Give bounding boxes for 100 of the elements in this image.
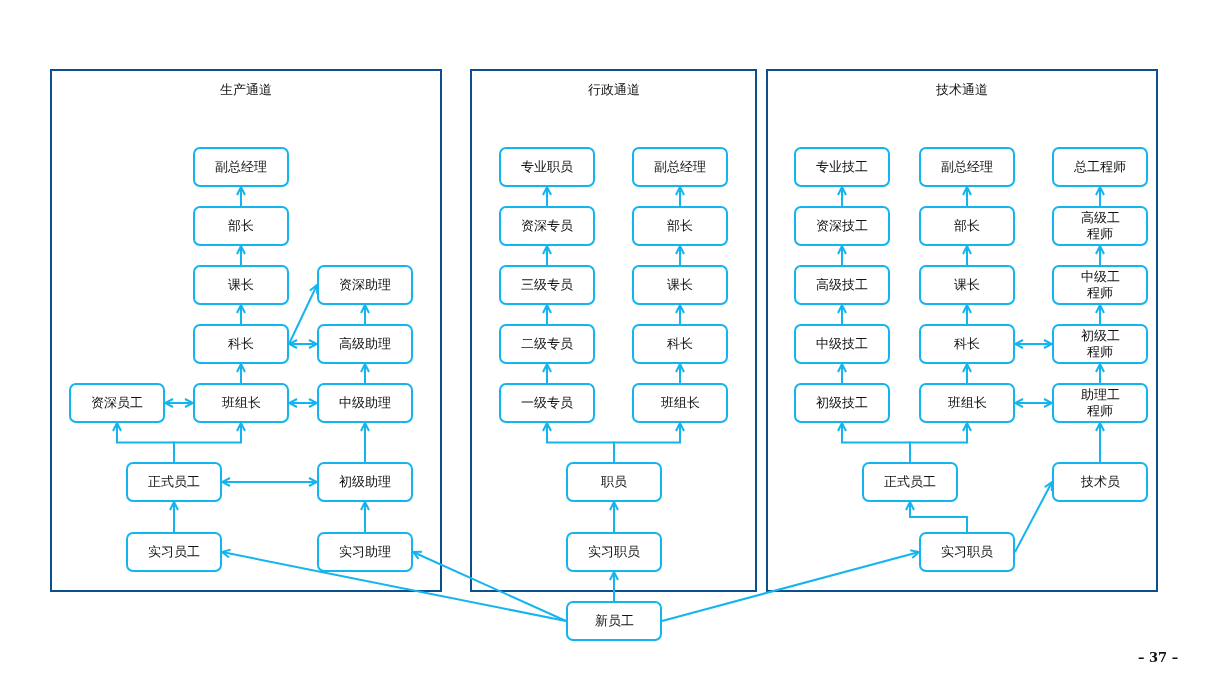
arrow xyxy=(169,501,179,533)
arrow xyxy=(236,186,246,207)
panel-heading: 行政通道 xyxy=(586,81,641,99)
position-box xyxy=(499,147,595,187)
position-title: 课长 xyxy=(667,277,693,293)
arrow xyxy=(221,477,318,487)
arrow xyxy=(1014,481,1053,553)
position-title: 副总经理 xyxy=(941,159,993,175)
panel-heading: 生产通道 xyxy=(219,81,273,99)
position-box xyxy=(1052,265,1148,305)
position-title: 实习职员 xyxy=(588,544,640,560)
arrow xyxy=(962,304,972,325)
position-title: 资深员工 xyxy=(91,395,143,411)
arrow xyxy=(542,304,552,325)
position-box xyxy=(794,147,890,187)
arrow xyxy=(837,304,847,325)
position-title: 助理工程师 xyxy=(1079,387,1121,419)
position-title: 课长 xyxy=(228,277,254,293)
position-box xyxy=(919,532,1015,572)
arrow xyxy=(1095,245,1105,266)
position-box xyxy=(566,462,662,502)
arrow xyxy=(661,549,920,622)
position-title: 课长 xyxy=(954,277,980,293)
arrow xyxy=(542,245,552,266)
position-title: 科长 xyxy=(667,336,693,352)
panel-heading: 技术通道 xyxy=(935,81,989,99)
arrow xyxy=(1095,363,1105,384)
position-title: 班组长 xyxy=(947,395,987,411)
arrow xyxy=(236,304,246,325)
arrow xyxy=(236,363,246,384)
channel-panel xyxy=(50,69,442,592)
position-box xyxy=(566,532,662,572)
position-box xyxy=(794,383,890,423)
position-box xyxy=(1052,324,1148,364)
position-box xyxy=(794,324,890,364)
position-box xyxy=(69,383,165,423)
arrow xyxy=(288,339,318,349)
position-box xyxy=(919,324,1015,364)
arrow xyxy=(675,186,685,207)
position-title: 中级工程师 xyxy=(1079,269,1121,301)
position-title: 一级专员 xyxy=(521,395,573,411)
arrow xyxy=(962,186,972,207)
position-title: 三级专员 xyxy=(521,277,573,293)
arrow xyxy=(609,501,619,533)
arrow xyxy=(173,422,246,463)
arrow xyxy=(360,501,370,533)
position-box xyxy=(499,383,595,423)
arrow xyxy=(837,363,847,384)
position-title: 资深技工 xyxy=(816,218,868,234)
position-box xyxy=(193,147,289,187)
arrow xyxy=(962,245,972,266)
position-title: 高级助理 xyxy=(339,336,391,352)
position-box xyxy=(317,383,413,423)
arrow xyxy=(1095,304,1105,325)
position-title: 部长 xyxy=(667,218,693,234)
position-title: 科长 xyxy=(228,336,254,352)
position-box xyxy=(919,383,1015,423)
position-title: 班组长 xyxy=(221,395,261,411)
position-title: 副总经理 xyxy=(215,159,267,175)
position-title: 班组长 xyxy=(660,395,700,411)
position-title: 实习职员 xyxy=(941,544,993,560)
position-title: 初级技工 xyxy=(816,395,868,411)
arrow xyxy=(613,422,685,463)
position-box xyxy=(1052,147,1148,187)
arrow xyxy=(360,363,370,384)
position-box xyxy=(317,265,413,305)
arrow xyxy=(288,398,318,408)
arrow xyxy=(909,422,972,463)
arrow xyxy=(609,571,619,602)
arrow xyxy=(542,363,552,384)
arrow xyxy=(905,501,968,533)
position-title: 副总经理 xyxy=(654,159,706,175)
arrow xyxy=(1014,398,1053,408)
position-box xyxy=(317,532,413,572)
arrow xyxy=(360,304,370,325)
arrow xyxy=(164,398,194,408)
position-title: 正式员工 xyxy=(148,474,200,490)
position-box xyxy=(632,147,728,187)
arrow xyxy=(360,422,370,463)
position-box xyxy=(632,383,728,423)
position-box xyxy=(317,324,413,364)
position-title: 正式员工 xyxy=(884,474,936,490)
position-title: 资深专员 xyxy=(521,218,573,234)
position-title: 专业职员 xyxy=(521,159,573,175)
page-number: – 37 – xyxy=(1138,650,1179,665)
position-box xyxy=(499,206,595,246)
position-title: 实习员工 xyxy=(148,544,200,560)
position-title: 资深助理 xyxy=(339,277,391,293)
position-title: 部长 xyxy=(228,218,254,234)
position-title: 二级专员 xyxy=(521,336,573,352)
position-box xyxy=(126,532,222,572)
position-box xyxy=(919,147,1015,187)
position-box xyxy=(499,265,595,305)
position-box xyxy=(794,206,890,246)
position-box xyxy=(862,462,958,502)
channel-panel xyxy=(766,69,1158,592)
position-box xyxy=(193,383,289,423)
position-box xyxy=(919,265,1015,305)
position-title: 中级技工 xyxy=(816,336,868,352)
position-box xyxy=(193,324,289,364)
